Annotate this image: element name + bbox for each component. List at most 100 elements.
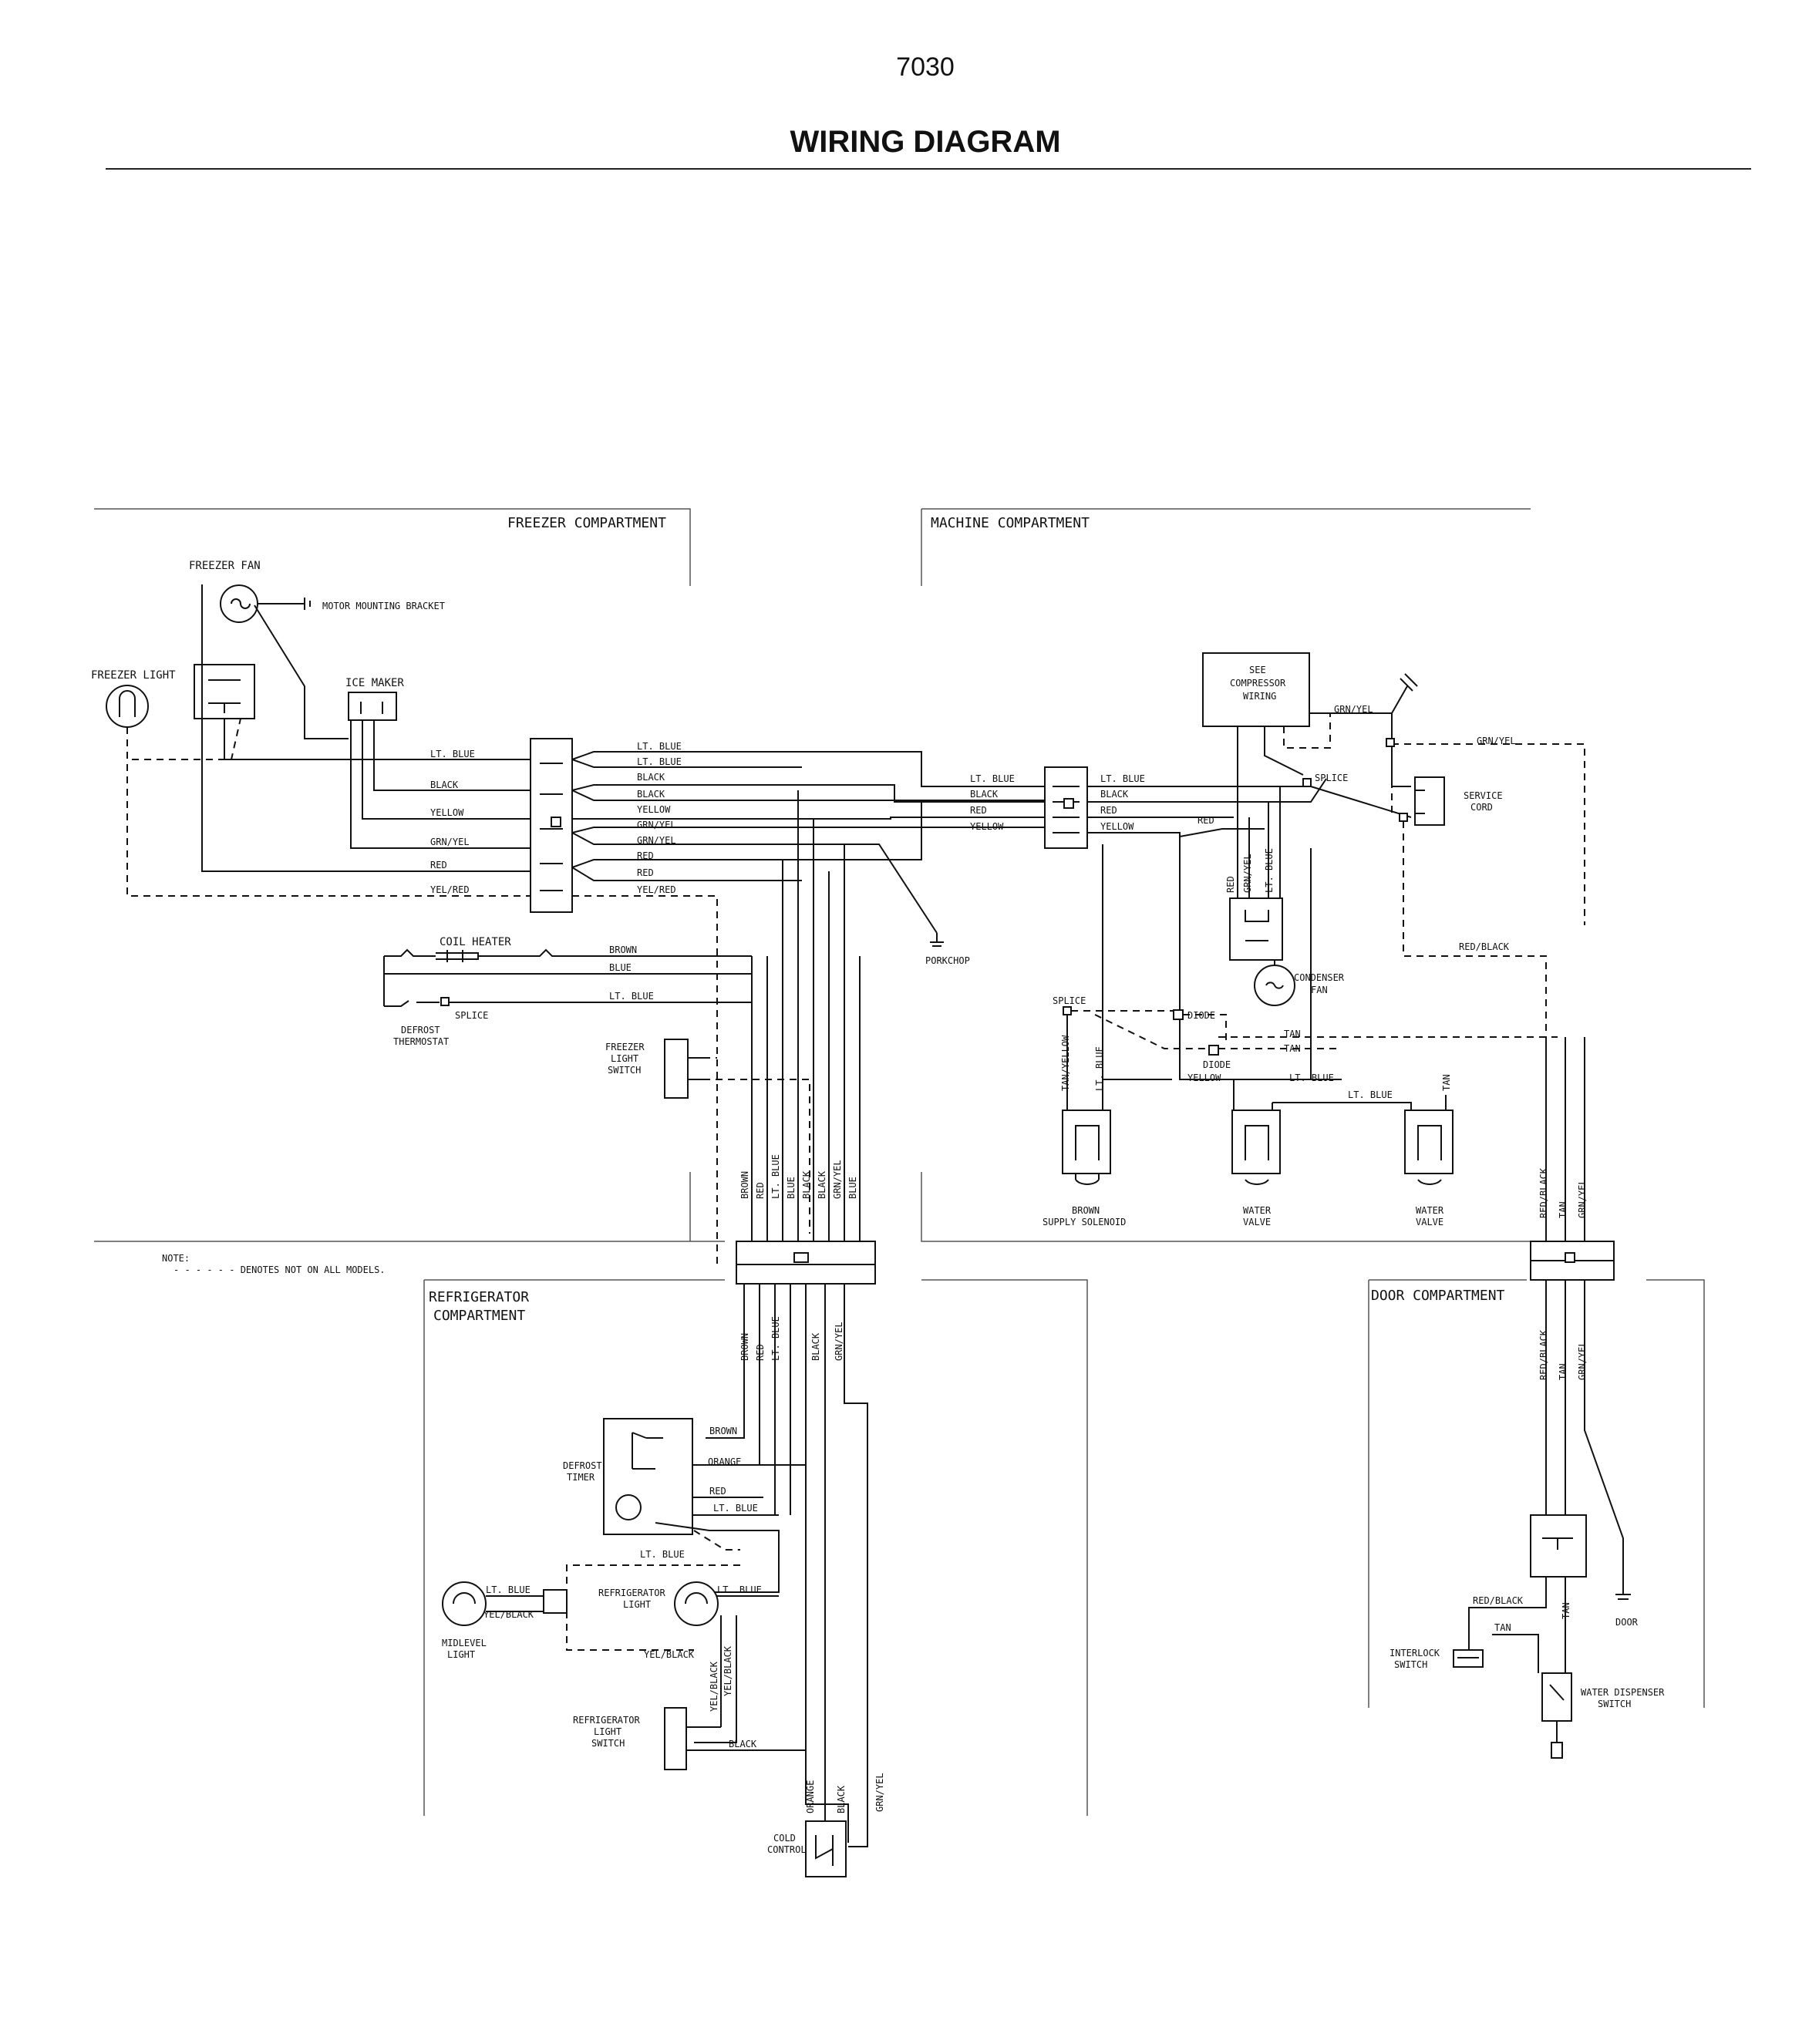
coil-heater [383, 948, 752, 1006]
water-dispenser-switch-label: WATER DISPENSER [1581, 1687, 1665, 1698]
wire-label-black-cold: BLACK [836, 1785, 847, 1813]
wire-label-tan-valve: TAN [1441, 1074, 1452, 1091]
wire-label-black-2: BLACK [637, 772, 665, 783]
wire-label-red-1: RED [430, 860, 447, 870]
compressor-box [1202, 652, 1310, 727]
freezer-light-switch-label: FREEZER [605, 1042, 645, 1052]
wire-label-blue-1: BLUE [609, 962, 632, 973]
door-compartment-label: DOOR COMPARTMENT [1371, 1288, 1505, 1304]
cold-control-label-2: CONTROL [767, 1844, 807, 1855]
freezer-light-switch-label-3: SWITCH [608, 1065, 641, 1076]
splice-label: SPLICE [455, 1010, 488, 1021]
wire-label-yellow-1: YELLOW [430, 807, 464, 818]
door-connector-2 [1530, 1514, 1587, 1578]
trunk-grn-yel: GRN/YEL [832, 1160, 843, 1199]
wire-label-yel-red-2: YEL/RED [637, 884, 676, 895]
note-text: - - - - - - DENOTES NOT ON ALL MODELS. [173, 1264, 386, 1275]
freezer-fan [220, 584, 311, 623]
compressor-label-2: COMPRESSOR [1230, 678, 1286, 689]
trunk-brown: BROWN [739, 1171, 750, 1199]
page-title: WIRING DIAGRAM [790, 125, 1061, 159]
title-rule [106, 168, 1751, 170]
wire-label-yellow-m2: YELLOW [1100, 821, 1134, 832]
wire-label-brown-timer: BROWN [709, 1426, 737, 1436]
trunk-black: BLACK [801, 1170, 812, 1199]
wire-label-yel-black-ref: YEL/BLACK [644, 1649, 695, 1660]
diode-1 [1173, 1009, 1184, 1020]
compressor-label-3: WIRING [1243, 691, 1276, 702]
refrigerator-compartment-label-2: COMPARTMENT [433, 1308, 525, 1324]
wire-label-red-m2: RED [1100, 805, 1117, 816]
ref-light-switch-label-2: LIGHT [594, 1726, 621, 1737]
water-valve-1-label-2: VALVE [1243, 1217, 1271, 1227]
coil-heater-label: COIL HEATER [440, 936, 511, 948]
wire-label-lt-blue-ref-2: LT. BLUE [717, 1584, 762, 1595]
wire-label-lt-blue-3: LT. BLUE [637, 756, 682, 767]
wire-label-tan-yellow: TAN/YELLOW [1060, 1035, 1071, 1091]
ref-trunk-black: BLACK [810, 1332, 821, 1361]
ref-light-switch-label: REFRIGERATOR [573, 1715, 640, 1726]
water-dispenser-switch-label-2: SWITCH [1598, 1699, 1631, 1709]
splice-solenoid [1063, 1006, 1072, 1015]
machine-compartment-label: MACHINE COMPARTMENT [931, 515, 1090, 531]
wire-label-tan-door: TAN [1494, 1622, 1511, 1633]
defrost-thermostat-label: DEFROST [401, 1025, 440, 1035]
water-valve-2 [1404, 1110, 1454, 1185]
interlock-switch-label-2: SWITCH [1394, 1659, 1427, 1670]
ref-trunk-red: RED [755, 1344, 766, 1361]
diode-2 [1208, 1045, 1219, 1056]
splice-label-machine: SPLICE [1315, 773, 1348, 783]
wire-label-tan-1: TAN [1284, 1029, 1301, 1039]
wire-label-grn-yel-1: GRN/YEL [430, 837, 470, 847]
wire-label-lt-blue-mid: LT. BLUE [486, 1584, 531, 1595]
refrigerator-light-label: REFRIGERATOR [598, 1588, 665, 1598]
water-valve-1 [1231, 1110, 1281, 1185]
trunk-black-2: BLACK [817, 1170, 827, 1199]
wire-label-orange-cold: ORANGE [805, 1780, 816, 1813]
wire-label-grn-yel-cond: GRN/YEL [1242, 854, 1253, 893]
wire-label-black-switch: BLACK [729, 1739, 757, 1749]
splice-label-2: SPLICE [1053, 995, 1086, 1006]
compartment-borders [94, 508, 1705, 1816]
wire-label-lt-blue-m3: LT. BLUE [1289, 1073, 1334, 1083]
refrigerator-compartment-label: REFRIGERATOR [429, 1289, 529, 1305]
freezer-light-switch-label-2: LIGHT [611, 1053, 638, 1064]
wire-label-lt-blue-2: LT. BLUE [637, 741, 682, 752]
door-grn-yel: GRN/YEL [1577, 1341, 1588, 1380]
wire-label-red-m1: RED [970, 805, 987, 816]
midlevel-light-label: MIDLEVEL [442, 1638, 487, 1648]
wire-label-red-2: RED [637, 850, 654, 861]
condenser-fan-plug [1229, 897, 1283, 961]
freezer-light [106, 685, 149, 728]
wire-label-lt-blue-timer: LT. BLUE [713, 1503, 758, 1514]
splice-heater [440, 997, 450, 1006]
water-valve-1-label: WATER [1243, 1205, 1272, 1216]
wire-label-grn-yel-2: GRN/YEL [637, 820, 676, 830]
ice-maker [348, 692, 397, 721]
wire-label-lt-blue-ref: LT. BLUE [640, 1549, 685, 1560]
page-number: 7030 [896, 52, 955, 82]
door-trunk-tan: TAN [1558, 1201, 1568, 1218]
wire-label-lt-blue-sol: LT. BLUE [1094, 1046, 1105, 1091]
water-dispenser-switch [1541, 1672, 1572, 1759]
wire-label-red-timer: RED [709, 1486, 726, 1497]
wire-label-tan-2: TAN [1284, 1043, 1301, 1054]
wire-label-yellow-2: YELLOW [637, 804, 671, 815]
refrigerator-light [674, 1581, 719, 1626]
trunk-blue-2: BLUE [847, 1177, 858, 1199]
midlevel-light-label-2: LIGHT [447, 1649, 475, 1660]
wire-label-lt-blue-m1: LT. BLUE [970, 773, 1015, 784]
ref-trunk-brown: BROWN [739, 1333, 750, 1361]
brown-supply-solenoid [1062, 1110, 1111, 1185]
door-red-black: RED/BLACK [1538, 1329, 1549, 1380]
trunk-red: RED [755, 1182, 766, 1199]
condenser-fan-label-2: FAN [1311, 985, 1328, 995]
diode-label-2: DIODE [1203, 1059, 1231, 1070]
service-cord [1414, 776, 1445, 826]
door-trunk-red-black: RED/BLACK [1538, 1167, 1549, 1218]
condenser-fan [1254, 965, 1295, 1006]
wire-label-red-black-m: RED/BLACK [1459, 941, 1510, 952]
wire-label-lt-blue-m4: LT. BLUE [1348, 1089, 1393, 1100]
ref-trunk-lt-blue: LT. BLUE [770, 1316, 781, 1361]
